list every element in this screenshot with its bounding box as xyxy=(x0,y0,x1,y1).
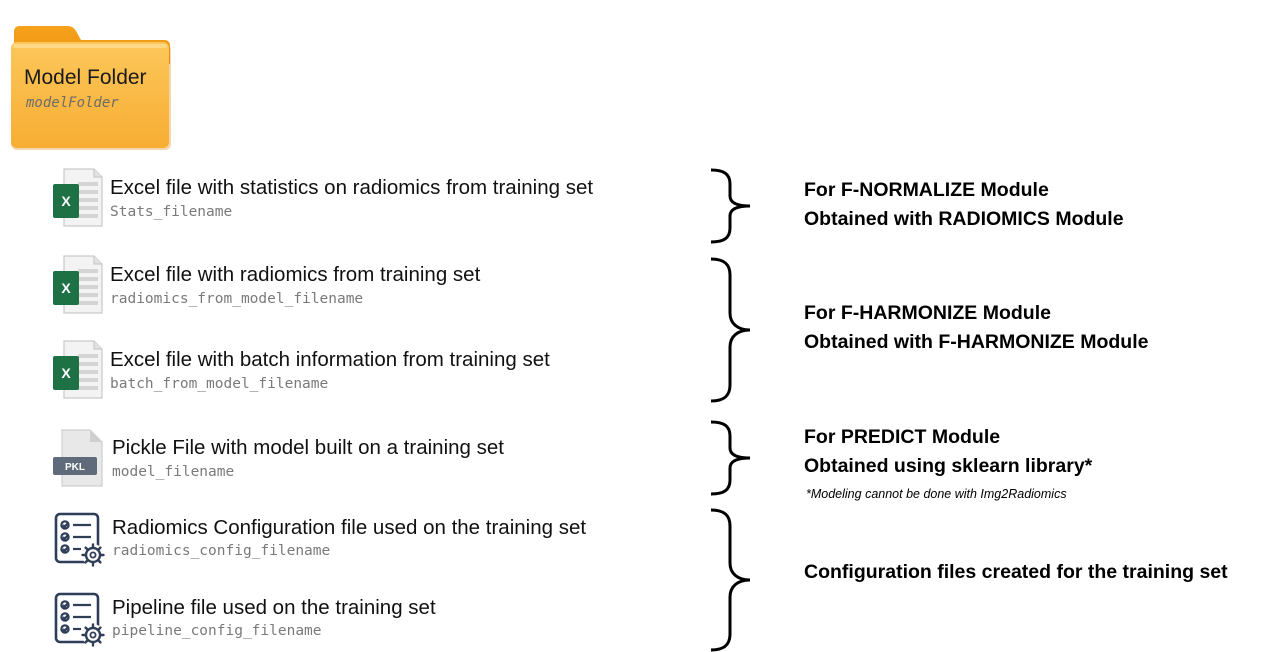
file-variable-radiomics: radiomics_from_model_filename xyxy=(110,291,364,307)
group-note-line: For F-HARMONIZE Module xyxy=(804,302,1051,324)
file-variable-radiomics-config: radiomics_config_filename xyxy=(112,543,331,559)
pkl-badge: PKL xyxy=(65,462,85,473)
model-folder-icon xyxy=(10,24,172,150)
config-checklist-icon xyxy=(54,512,106,572)
folder-title: Model Folder xyxy=(24,66,147,89)
group-note-predict: For PREDICT Module Obtained using sklear… xyxy=(804,423,1092,481)
file-label-pipeline: Pipeline file used on the training set xyxy=(112,596,436,619)
file-label-radiomics-config: Radiomics Configuration file used on the… xyxy=(112,516,587,539)
group-note-line: Obtained with RADIOMICS Module xyxy=(804,208,1124,230)
folder-variable: modelFolder xyxy=(26,95,119,111)
svg-text:X: X xyxy=(61,193,71,209)
file-variable-stats: Stats_filename xyxy=(110,204,233,220)
group-note-line: Configuration files created for the trai… xyxy=(804,561,1228,583)
group-note-line: For PREDICT Module xyxy=(804,426,1001,448)
curly-brace-icon xyxy=(708,257,758,403)
curly-brace-icon xyxy=(708,420,758,496)
file-variable-model: model_filename xyxy=(112,464,235,480)
svg-text:X: X xyxy=(61,365,71,381)
group-note-line: Obtained with F-HARMONIZE Module xyxy=(804,331,1149,353)
file-variable-pipeline: pipeline_config_filename xyxy=(112,623,322,639)
group-note-normalize: For F-NORMALIZE Module Obtained with RAD… xyxy=(804,176,1124,234)
curly-brace-icon xyxy=(708,168,758,244)
excel-icon: X xyxy=(52,255,104,315)
excel-icon: X xyxy=(52,168,104,228)
predict-footnote: *Modeling cannot be done with Img2Radiom… xyxy=(806,487,1067,501)
excel-icon: X xyxy=(52,340,104,400)
file-label-radiomics: Excel file with radiomics from training … xyxy=(110,263,481,286)
file-label-model: Pickle File with model built on a traini… xyxy=(112,436,504,459)
config-checklist-icon xyxy=(54,592,106,652)
file-label-stats: Excel file with statistics on radiomics … xyxy=(110,176,594,199)
pkl-file-icon: PKL xyxy=(52,428,104,488)
file-label-batch: Excel file with batch information from t… xyxy=(110,348,550,371)
group-note-line: Obtained using sklearn library* xyxy=(804,455,1093,477)
curly-brace-icon xyxy=(708,508,758,652)
svg-text:X: X xyxy=(61,280,71,296)
group-note-line: For F-NORMALIZE Module xyxy=(804,179,1049,201)
file-variable-batch: batch_from_model_filename xyxy=(110,376,329,392)
group-note-config: Configuration files created for the trai… xyxy=(804,558,1228,587)
group-note-harmonize: For F-HARMONIZE Module Obtained with F-H… xyxy=(804,299,1148,357)
